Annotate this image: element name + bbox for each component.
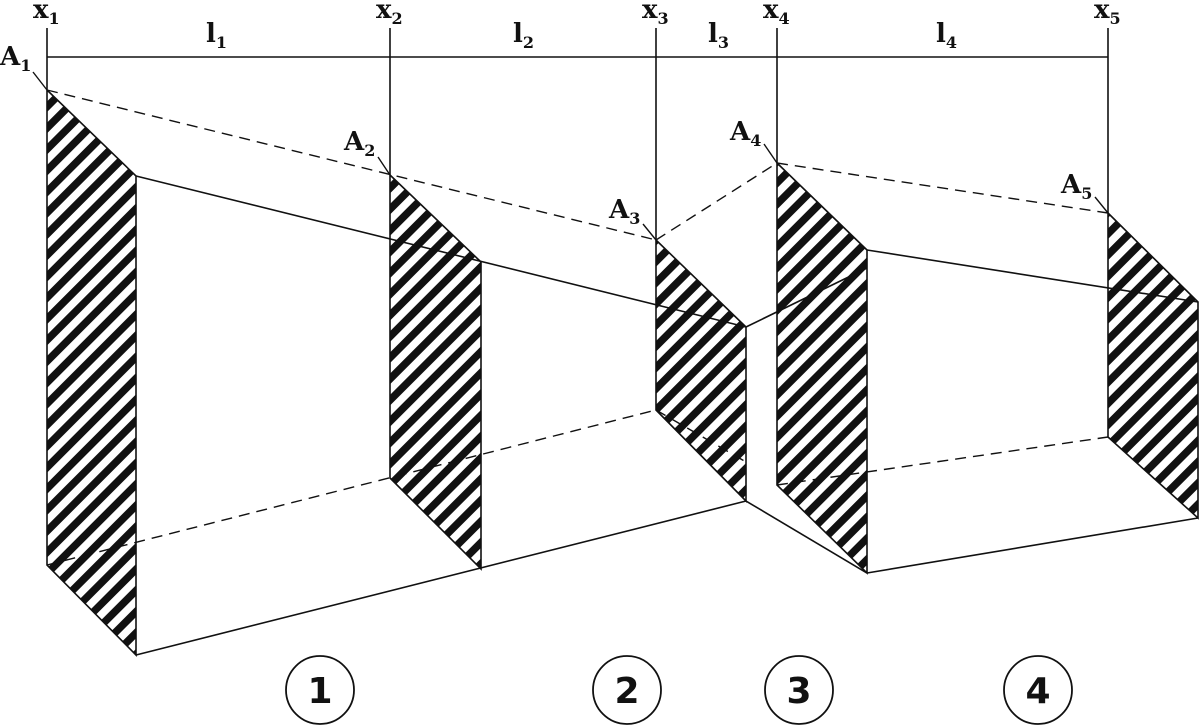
segment-number-3: 3 — [786, 671, 811, 712]
station-label-x2: x2 — [376, 0, 403, 28]
point-label-a5: A5 — [1060, 170, 1092, 203]
length-label-l2: l2 — [513, 19, 534, 52]
station-label-x5: x5 — [1094, 0, 1121, 28]
point-label-a2: A2 — [343, 127, 375, 160]
length-label-l1: l1 — [206, 19, 227, 52]
point-label-a4: A4 — [729, 117, 761, 150]
cross-section-1 — [46, 88, 137, 657]
station-label-x3: x3 — [642, 0, 669, 28]
point-label-a1: A1 — [0, 42, 31, 75]
cross-sections — [46, 88, 1199, 657]
length-label-l3: l3 — [708, 19, 729, 52]
dimension-lines — [46, 28, 1109, 240]
hidden-edges — [46, 89, 1109, 566]
cross-section-4 — [776, 161, 868, 575]
label-leaders — [32, 71, 1109, 241]
station-label-x1: x1 — [33, 0, 60, 28]
station-label-x4: x4 — [763, 0, 790, 28]
cross-section-5 — [1107, 211, 1199, 520]
point-label-a3: A3 — [608, 195, 640, 228]
segment-number-1: 1 — [307, 671, 332, 712]
segment-marker-3: 3 — [764, 655, 834, 725]
segment-number-4: 4 — [1025, 671, 1050, 712]
length-label-l4: l4 — [936, 19, 957, 52]
segment-marker-2: 2 — [592, 655, 662, 725]
segment-marker-4: 4 — [1003, 655, 1073, 725]
segment-marker-1: 1 — [285, 655, 355, 725]
cross-section-3 — [655, 238, 747, 503]
cross-section-2 — [389, 173, 482, 571]
solid-edges — [135, 175, 1199, 656]
segment-number-2: 2 — [614, 671, 639, 712]
